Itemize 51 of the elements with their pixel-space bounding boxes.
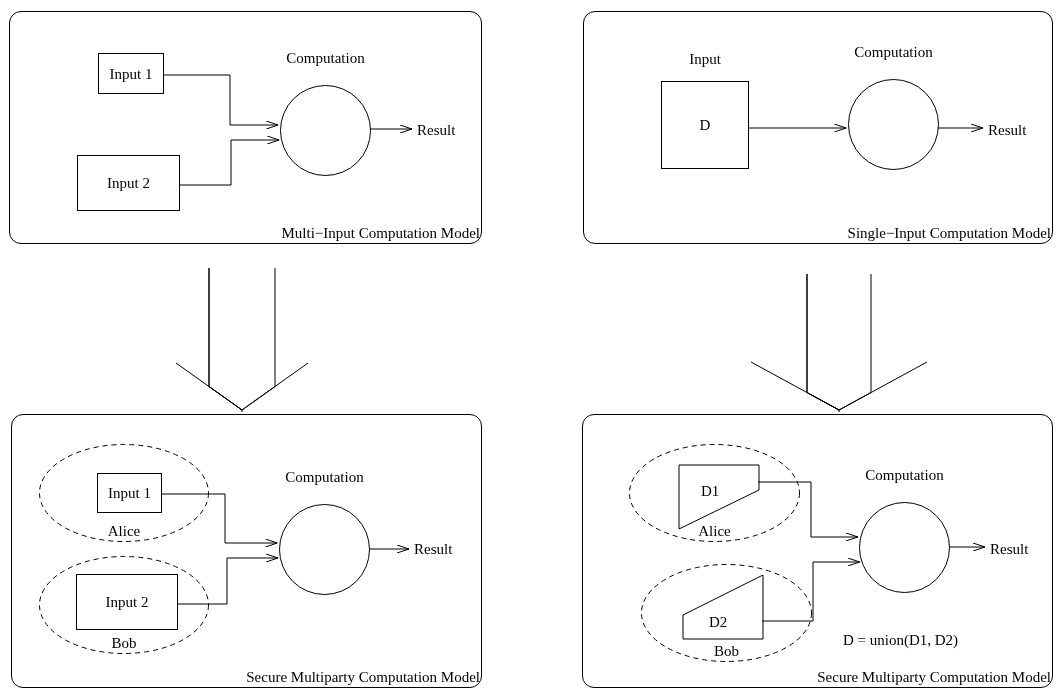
panel-box xyxy=(11,414,482,688)
party-ellipse xyxy=(39,444,209,542)
circle-heading: Computation xyxy=(854,43,933,61)
input-box xyxy=(77,155,180,211)
arrow xyxy=(368,544,410,554)
result-label: Result xyxy=(988,121,1027,139)
circle-heading: Computation xyxy=(285,468,364,486)
party-label: Alice xyxy=(698,522,731,540)
party-ellipse xyxy=(629,444,800,542)
party-label: Bob xyxy=(111,634,137,652)
formula-note: D = union(D1, D2) xyxy=(843,631,959,649)
arrow xyxy=(162,74,279,130)
circle-heading: Computation xyxy=(865,466,944,484)
panel-box xyxy=(583,11,1053,244)
arrow xyxy=(160,493,278,548)
box-label: Input 1 xyxy=(109,64,153,83)
box-label: Input 2 xyxy=(107,174,150,192)
box-heading: Input xyxy=(689,50,721,68)
arrow xyxy=(178,135,280,186)
hollow-down-arrow xyxy=(750,273,928,413)
party-label: Bob xyxy=(714,642,739,660)
party-label: Alice xyxy=(107,522,141,540)
arrow xyxy=(948,542,986,552)
party-ellipse xyxy=(39,556,209,654)
arrow xyxy=(757,481,859,542)
panel-box xyxy=(582,414,1053,688)
box-label: Input 1 xyxy=(108,484,151,502)
shape-label: D1 xyxy=(701,482,720,500)
input-box xyxy=(97,473,162,513)
result-label: Result xyxy=(417,121,456,139)
arrow xyxy=(761,557,861,622)
arrow xyxy=(747,123,847,133)
arrow xyxy=(937,123,984,133)
panel-caption: Single−Input Computation Model xyxy=(847,224,1051,242)
circle-heading: Computation xyxy=(286,49,365,67)
result-label: Result xyxy=(414,540,453,558)
result-label: Result xyxy=(990,540,1029,558)
shape-label: D2 xyxy=(709,613,728,631)
party-ellipse xyxy=(641,564,812,662)
panel-caption: Multi−Input Computation Model xyxy=(281,224,480,242)
arrow xyxy=(369,124,413,134)
panel-caption: Secure Multiparty Computation Model xyxy=(246,668,480,686)
input-box xyxy=(98,53,164,94)
box-label: D xyxy=(699,116,711,134)
hollow-down-arrow xyxy=(175,267,309,413)
arrow xyxy=(176,553,279,605)
data-trapezoid xyxy=(683,575,763,639)
input-box xyxy=(76,574,178,630)
panel-caption: Secure Multiparty Computation Model xyxy=(817,668,1051,686)
panel-box xyxy=(9,11,482,244)
box-label: Input 2 xyxy=(105,593,149,611)
